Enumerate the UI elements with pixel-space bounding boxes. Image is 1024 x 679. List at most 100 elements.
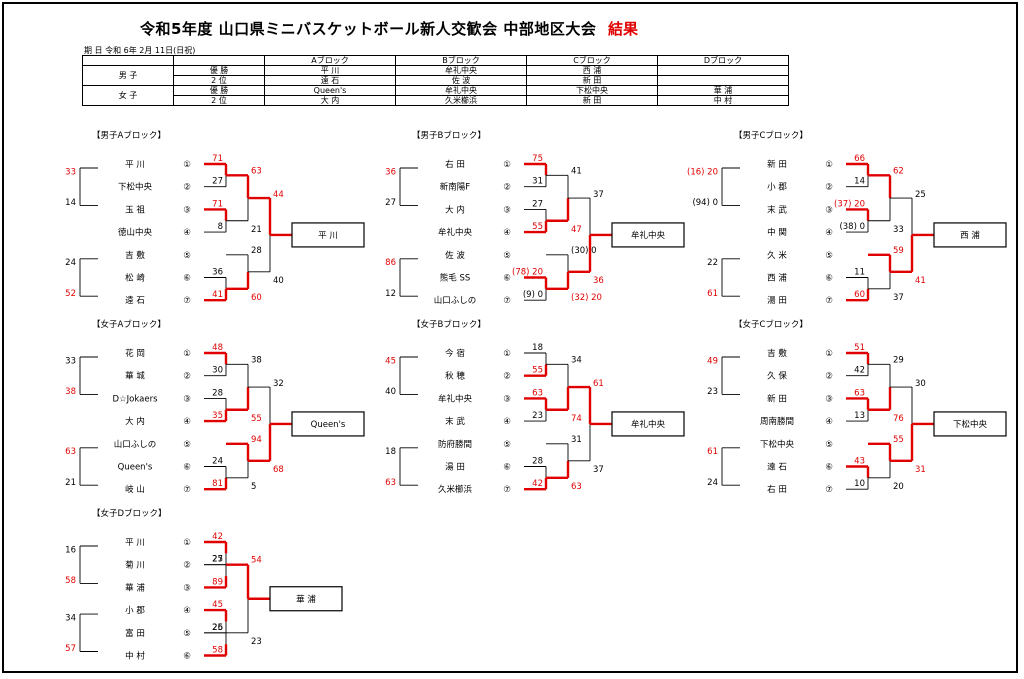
seed-mark: ④ [183, 417, 191, 427]
match-score: 62 [893, 166, 904, 176]
seed-mark: ⑦ [503, 485, 511, 495]
left-score: 61 [707, 289, 718, 299]
seed-mark: ③ [183, 583, 191, 593]
left-score: 16 [65, 545, 76, 555]
left-score: 18 [385, 447, 396, 457]
date-line: 期 日 令和 6年 2月 11日(日祝) [84, 46, 196, 55]
match-score: 59 [893, 246, 904, 256]
match-score: 26 [212, 623, 223, 633]
team-name: 中 関 [767, 227, 787, 238]
left-score: 45 [385, 356, 396, 366]
block-label: 【女子Dブロック】 [92, 508, 167, 519]
seed-mark: ③ [503, 205, 511, 215]
match-score: 68 [273, 465, 284, 475]
left-score: 49 [707, 356, 718, 366]
block-label: 【男子Aブロック】 [92, 130, 166, 141]
match-score: 32 [273, 379, 284, 389]
match-score: (38) 0 [839, 222, 865, 232]
seed-mark: ⑤ [825, 251, 833, 261]
seed-mark: ③ [183, 394, 191, 404]
team-name: 平 川 [125, 160, 145, 170]
left-score: 58 [65, 576, 76, 586]
winner-name: 牟礼中央 [631, 419, 666, 430]
match-score: 11 [854, 268, 865, 278]
match-score: 41 [571, 166, 582, 176]
match-score: 71 [212, 199, 223, 209]
team-name: 小 郡 [767, 182, 787, 193]
match-score: 71 [212, 154, 223, 164]
winner-name: 下松中央 [953, 419, 988, 430]
block-label: 【男子Bブロック】 [412, 130, 486, 141]
match-score: 48 [212, 343, 223, 353]
team-name: Queen's [118, 463, 153, 473]
seed-mark: ⑦ [183, 296, 191, 306]
match-score: 20 [893, 482, 904, 492]
seed-mark: ⑥ [183, 274, 191, 284]
team-name: 久 保 [767, 371, 787, 382]
match-score: 37 [593, 465, 604, 475]
match-score: 34 [571, 355, 582, 365]
team-name: 山口ふしの [114, 439, 157, 450]
seed-mark: ⑥ [503, 463, 511, 473]
block-label: 【女子Cブロック】 [734, 319, 808, 330]
seed-mark: ⑦ [183, 485, 191, 495]
match-score: 28 [212, 388, 223, 398]
team-name: 今 宿 [445, 348, 465, 359]
seed-mark: ③ [825, 394, 833, 404]
match-score: 75 [532, 154, 543, 164]
match-score: 81 [212, 479, 223, 489]
match-score: 28 [532, 457, 543, 467]
seed-mark: ② [825, 183, 833, 193]
seed-mark: ⑦ [825, 485, 833, 495]
seed-mark: ① [183, 160, 191, 170]
team-name: 西 浦 [767, 273, 787, 284]
match-score: (30) 0 [571, 246, 597, 256]
seed-mark: ④ [503, 228, 511, 238]
winner-box [291, 411, 365, 437]
match-score: 33 [893, 225, 904, 235]
seed-mark: ⑦ [503, 296, 511, 306]
seed-mark: ③ [183, 205, 191, 215]
left-score: 22 [707, 258, 718, 268]
seed-mark: ② [183, 372, 191, 382]
result-label: 結果 [608, 20, 639, 38]
winner-name: 平 川 [318, 231, 338, 241]
match-score: 55 [893, 435, 904, 445]
seed-mark: ① [183, 349, 191, 359]
team-name: 岐 山 [125, 484, 145, 495]
team-name: 新 田 [767, 393, 787, 404]
team-name: 吉 敷 [125, 250, 145, 261]
match-score: 60 [251, 293, 262, 303]
left-score: 36 [385, 167, 396, 177]
seed-mark: ① [503, 160, 511, 170]
match-score: 63 [532, 388, 543, 398]
match-score: 51 [854, 343, 865, 353]
seed-mark: ③ [503, 394, 511, 404]
team-name: 下松中央 [118, 182, 153, 193]
block-label: 【男子Cブロック】 [734, 130, 808, 141]
match-score: 40 [273, 276, 284, 286]
winner-name: 華 浦 [296, 594, 316, 605]
team-name: 湯 田 [767, 295, 787, 306]
left-score: 14 [65, 198, 76, 208]
match-score: 23 [532, 411, 543, 421]
team-name: 吉 敷 [767, 348, 787, 359]
team-name: 久 米 [767, 250, 787, 261]
seed-mark: ② [183, 183, 191, 193]
match-score: 38 [251, 355, 262, 365]
left-score: 23 [707, 387, 718, 397]
team-name: 新南陽F [440, 182, 471, 193]
match-score: 31 [532, 177, 543, 187]
team-name: 玉 祖 [125, 204, 145, 215]
team-name: 周南勝間 [760, 416, 794, 427]
match-score: 29 [893, 355, 904, 365]
team-name: 小 郡 [125, 605, 145, 616]
team-name: 徳山中央 [118, 227, 153, 238]
winner-box [611, 411, 685, 437]
match-score: 21 [251, 225, 262, 235]
match-score: 25 [212, 555, 223, 565]
seed-mark: ⑤ [183, 251, 191, 261]
team-name: 秋 穂 [445, 371, 465, 382]
match-score: 30 [212, 366, 223, 376]
team-name: 山口ふしの [434, 295, 477, 306]
